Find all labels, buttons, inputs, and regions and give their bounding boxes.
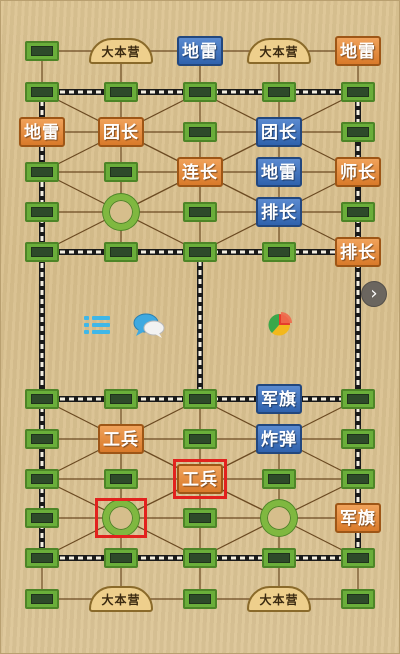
orange-piece[interactable]: 连长 bbox=[177, 157, 223, 187]
post-station[interactable] bbox=[341, 202, 375, 222]
post-station[interactable] bbox=[104, 242, 138, 262]
post-station[interactable] bbox=[183, 82, 217, 102]
post-station[interactable] bbox=[25, 242, 59, 262]
blue-piece[interactable]: 排长 bbox=[256, 197, 302, 227]
post-station[interactable] bbox=[25, 389, 59, 409]
post-station[interactable] bbox=[183, 242, 217, 262]
post-station[interactable] bbox=[341, 429, 375, 449]
post-station[interactable] bbox=[25, 508, 59, 528]
menu-list-icon[interactable] bbox=[83, 313, 111, 337]
headquarters-station[interactable]: 大本营 bbox=[89, 38, 153, 64]
post-station[interactable] bbox=[25, 162, 59, 182]
post-station[interactable] bbox=[341, 548, 375, 568]
blue-piece[interactable]: 地雷 bbox=[177, 36, 223, 66]
chevron-right-icon[interactable]: › bbox=[361, 281, 387, 307]
post-station[interactable] bbox=[104, 162, 138, 182]
post-station[interactable] bbox=[25, 548, 59, 568]
post-station[interactable] bbox=[25, 82, 59, 102]
orange-piece[interactable]: 排长 bbox=[335, 237, 381, 267]
pie-chart-glyph bbox=[268, 312, 292, 336]
camp-station[interactable] bbox=[103, 500, 139, 536]
orange-piece[interactable]: 地雷 bbox=[335, 36, 381, 66]
move-target-highlight bbox=[95, 498, 147, 538]
post-station[interactable] bbox=[183, 429, 217, 449]
orange-piece[interactable]: 工兵 bbox=[98, 424, 144, 454]
post-station[interactable] bbox=[262, 82, 296, 102]
post-station[interactable] bbox=[104, 389, 138, 409]
post-station[interactable] bbox=[183, 122, 217, 142]
post-station[interactable] bbox=[341, 589, 375, 609]
orange-piece[interactable]: 师长 bbox=[335, 157, 381, 187]
blue-piece[interactable]: 军旗 bbox=[256, 384, 302, 414]
pie-chart-icon[interactable] bbox=[264, 311, 296, 339]
post-station[interactable] bbox=[183, 548, 217, 568]
post-station[interactable] bbox=[262, 469, 296, 489]
camp-station[interactable] bbox=[103, 194, 139, 230]
post-station[interactable] bbox=[25, 469, 59, 489]
orange-piece[interactable]: 地雷 bbox=[19, 117, 65, 147]
headquarters-station[interactable]: 大本营 bbox=[247, 38, 311, 64]
post-station[interactable] bbox=[104, 82, 138, 102]
chat-bubbles-icon[interactable] bbox=[133, 311, 165, 339]
post-station[interactable] bbox=[341, 122, 375, 142]
camp-station[interactable] bbox=[261, 500, 297, 536]
post-station[interactable] bbox=[341, 469, 375, 489]
menu-list-glyph bbox=[84, 316, 110, 334]
blue-piece[interactable]: 炸弹 bbox=[256, 424, 302, 454]
post-station[interactable] bbox=[25, 589, 59, 609]
headquarters-station[interactable]: 大本营 bbox=[247, 586, 311, 612]
post-station[interactable] bbox=[341, 82, 375, 102]
post-station[interactable] bbox=[104, 548, 138, 568]
post-station[interactable] bbox=[25, 429, 59, 449]
post-station[interactable] bbox=[262, 242, 296, 262]
post-station[interactable] bbox=[183, 202, 217, 222]
post-station[interactable] bbox=[104, 469, 138, 489]
chat-bubbles-glyph bbox=[133, 313, 165, 338]
post-station[interactable] bbox=[341, 389, 375, 409]
selected-piece-highlight bbox=[173, 459, 227, 499]
post-station[interactable] bbox=[183, 508, 217, 528]
post-station[interactable] bbox=[25, 202, 59, 222]
post-station[interactable] bbox=[183, 389, 217, 409]
blue-piece[interactable]: 地雷 bbox=[256, 157, 302, 187]
post-station[interactable] bbox=[25, 41, 59, 61]
orange-piece[interactable]: 军旗 bbox=[335, 503, 381, 533]
orange-piece[interactable]: 团长 bbox=[98, 117, 144, 147]
blue-piece[interactable]: 团长 bbox=[256, 117, 302, 147]
post-station[interactable] bbox=[262, 548, 296, 568]
post-station[interactable] bbox=[183, 589, 217, 609]
headquarters-station[interactable]: 大本营 bbox=[89, 586, 153, 612]
orange-piece[interactable]: 工兵 bbox=[177, 464, 223, 494]
